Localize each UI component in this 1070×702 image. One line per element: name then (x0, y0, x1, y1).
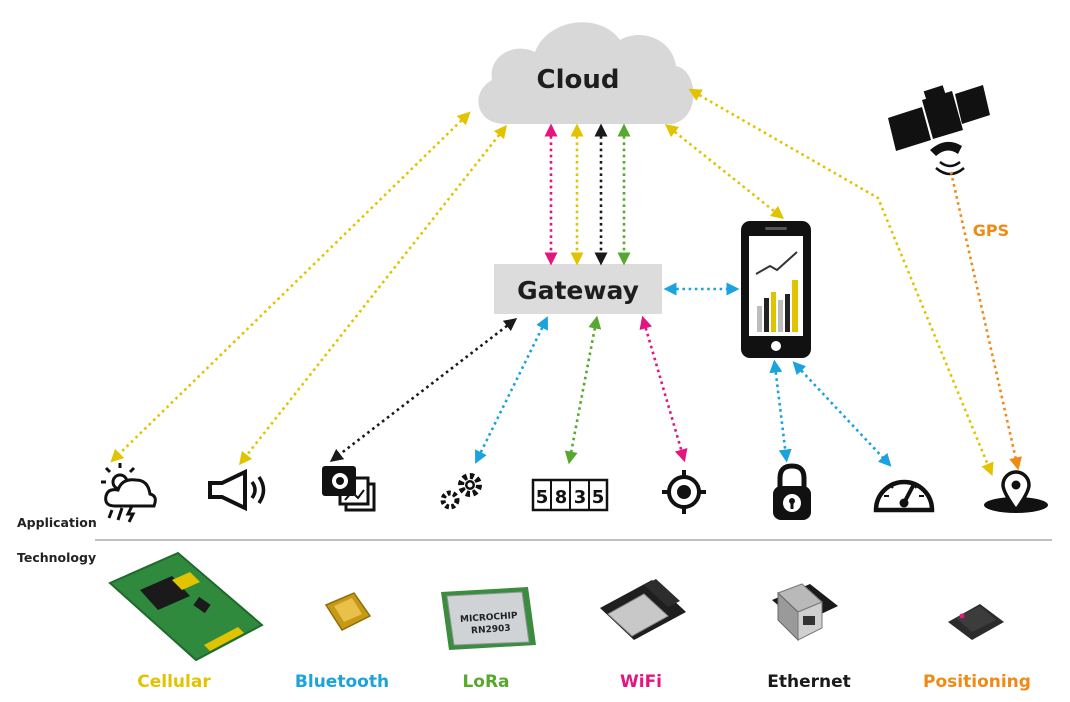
lora-chip-brand: MICROCHIP (460, 611, 519, 625)
padlock-icon (773, 463, 811, 520)
arrow-satellite-location (949, 171, 1022, 471)
arrow-cloud-megaphone (238, 124, 508, 466)
tech-label-positioning: Positioning (923, 672, 1031, 692)
target-icon (662, 470, 706, 514)
counter-digit-4: 5 (592, 487, 605, 508)
cloud-label: Cloud (537, 65, 620, 95)
tech-label-cellular: Cellular (137, 672, 211, 692)
location-pin-icon (984, 470, 1048, 513)
arrow-cloud-phone (664, 123, 785, 220)
arrow-gateway-camera (329, 318, 518, 462)
gauge-icon (873, 479, 935, 513)
application-label: Application (17, 515, 97, 530)
lora-module-image: MICROCHIP RN2903 (441, 587, 536, 650)
bluetooth-module-image (324, 592, 372, 631)
counter-icon: 5 8 3 5 (531, 478, 609, 512)
counter-digit-3: 3 (574, 487, 587, 508)
wifi-module-image (600, 579, 686, 640)
connections (110, 88, 1022, 477)
arrow-gateway-target (639, 315, 688, 463)
arrow-gateway-gears (475, 316, 548, 464)
technology-label: Technology (17, 550, 96, 565)
tech-label-ethernet: Ethernet (767, 672, 851, 692)
satellite-icon (888, 85, 990, 176)
camera-photos-icon (322, 466, 376, 512)
cloud-node: Cloud (478, 22, 694, 124)
smartphone-icon (741, 221, 811, 358)
counter-digit-1: 5 (536, 487, 549, 508)
arrow-cloud-weather (110, 111, 471, 463)
cellular-module-image (108, 551, 264, 662)
arrow-phone-padlock (769, 359, 792, 463)
gps-label: GPS (973, 221, 1009, 240)
megaphone-icon (208, 468, 266, 512)
gateway-label: Gateway (517, 276, 639, 305)
lora-chip-model: RN2903 (471, 624, 511, 637)
ethernet-module-image (772, 583, 838, 642)
arrow-gateway-counter (564, 315, 602, 465)
tech-label-lora: LoRa (462, 672, 509, 692)
gateway-node: Gateway (494, 264, 662, 314)
positioning-module-image (948, 604, 1004, 640)
arrow-phone-gauge (792, 361, 892, 467)
arrow-cloud-location (688, 88, 994, 477)
tech-label-bluetooth: Bluetooth (295, 672, 389, 692)
gears-icon (440, 473, 482, 510)
counter-digit-2: 8 (555, 487, 568, 508)
weather-icon (101, 463, 157, 523)
tech-label-wifi: WiFi (620, 672, 662, 692)
